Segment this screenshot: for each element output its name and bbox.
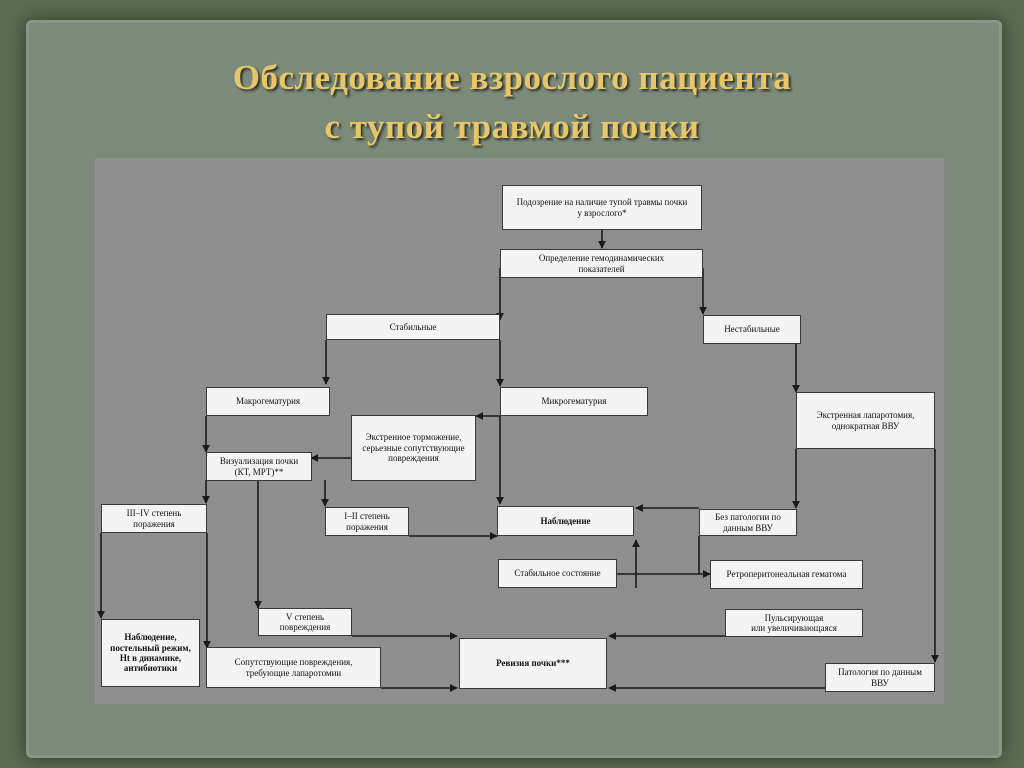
box-suspicion: Подозрение на наличие тупой травмы почки…: [502, 185, 702, 230]
box-visualization: Визуализация почки (КТ, МРТ)**: [206, 452, 312, 481]
box-stable: Стабильные: [326, 314, 500, 340]
box-emergency-laparotomy: Экстренная лапаротомия, однократная ВВУ: [796, 392, 935, 449]
slide-title-line-1: Обследование взрослого пациента: [232, 58, 792, 97]
box-deceleration: Экстренное торможение, серьезные сопутст…: [351, 415, 476, 481]
box-revision: Ревизия почки***: [459, 638, 607, 689]
box-microhematuria: Микрогематурия: [500, 387, 648, 416]
box-no-pathology: Без патологии по данным ВВУ: [699, 509, 797, 536]
box-retroperitoneal: Ретроперитонеальная гематома: [710, 560, 863, 589]
box-grade-5: V степень повреждения: [258, 608, 352, 636]
box-unstable: Нестабильные: [703, 315, 801, 344]
box-hemodynamics: Определение гемодинамических показателей: [500, 249, 703, 278]
box-pulsating: Пульсирующая или увеличивающаяся: [725, 609, 863, 637]
box-grade-1-2: I–II степень поражения: [325, 507, 409, 536]
edge-nopath-retro: [698, 536, 711, 578]
flowchart-panel: Подозрение на наличие тупой травмы почки…: [95, 158, 944, 704]
box-observation: Наблюдение: [497, 506, 634, 536]
box-observation-bed: Наблюдение, постельный режим, Ht в динам…: [101, 619, 200, 687]
box-macrohematuria: Макрогематурия: [206, 387, 330, 416]
box-grade-3-4: III–IV степень поражения: [101, 504, 207, 533]
box-pathology-ivu: Патология по данным ВВУ: [825, 663, 935, 692]
flowchart-connectors: [97, 230, 939, 692]
box-concomitant: Сопутствующие повреждения, требующие лап…: [206, 647, 381, 688]
box-stable-condition: Стабильное состояние: [498, 559, 617, 588]
slide-title-line-2: с тупой травмой почки: [324, 107, 700, 146]
